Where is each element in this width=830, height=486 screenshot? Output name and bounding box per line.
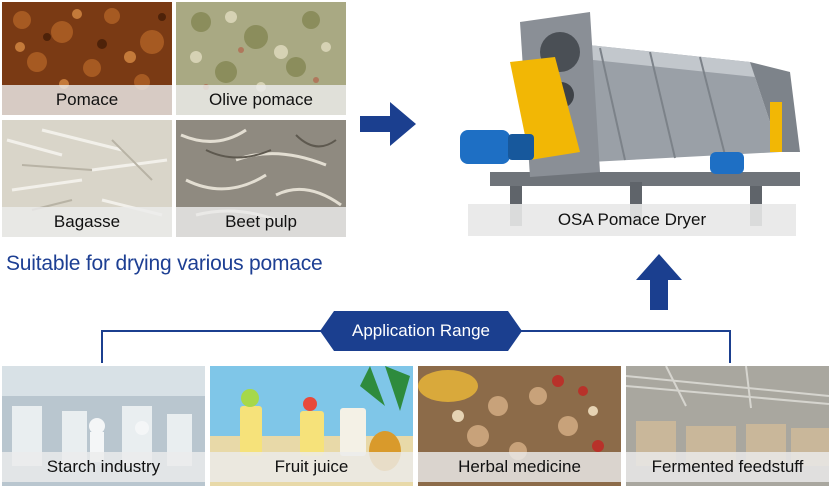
material-tile-olive-pomace: Olive pomace xyxy=(176,2,346,115)
pomace-dryer-machine xyxy=(460,12,800,226)
material-label: Olive pomace xyxy=(176,85,346,115)
product-label: OSA Pomace Dryer xyxy=(468,204,796,236)
headline: Suitable for drying various pomace xyxy=(6,252,323,275)
application-range-title: Application Range xyxy=(352,321,490,340)
material-label: Bagasse xyxy=(2,207,172,237)
material-label: Pomace xyxy=(2,85,172,115)
material-label: Beet pulp xyxy=(176,207,346,237)
application-tile-fermented-feedstuff: Fermented feedstuff xyxy=(626,366,829,486)
application-tile-herbal-medicine: Herbal medicine xyxy=(418,366,621,486)
arrow-up-icon xyxy=(636,254,682,310)
application-label: Fermented feedstuff xyxy=(626,452,829,482)
material-tile-pomace: Pomace xyxy=(2,2,172,115)
application-label: Herbal medicine xyxy=(418,452,621,482)
application-label: Starch industry xyxy=(2,452,205,482)
arrow-right-icon xyxy=(360,102,416,146)
material-tile-beet-pulp: Beet pulp xyxy=(176,120,346,237)
application-label: Fruit juice xyxy=(210,452,413,482)
application-range-badge xyxy=(320,311,522,351)
material-tile-bagasse: Bagasse xyxy=(2,120,172,237)
application-tile-starch-industry: Starch industry xyxy=(2,366,205,486)
application-tile-fruit-juice: Fruit juice xyxy=(210,366,413,486)
